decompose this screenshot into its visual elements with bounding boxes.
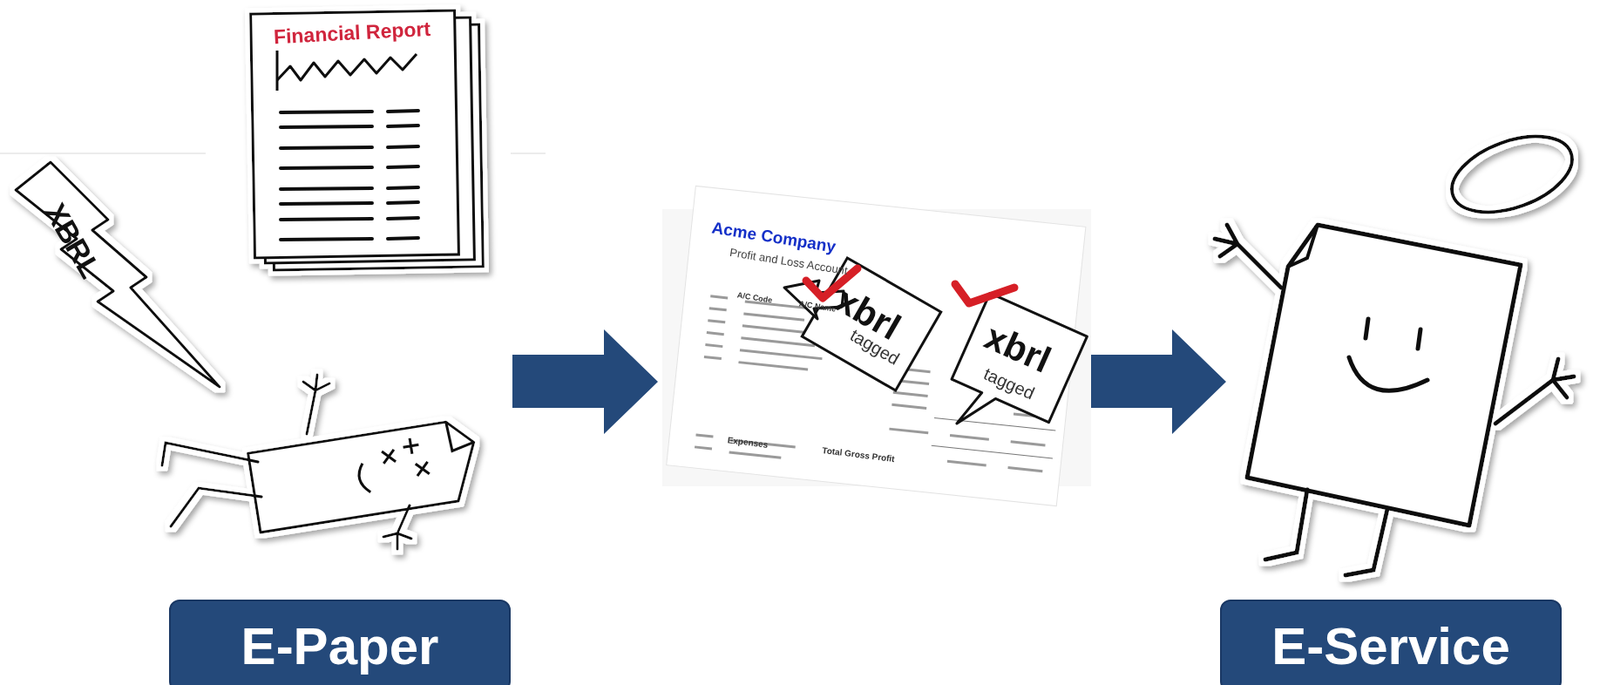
happy-document — [1214, 122, 1583, 576]
lightning-bolt — [15, 162, 220, 387]
label-box: E-Service — [1220, 599, 1562, 685]
block-arrow — [1081, 329, 1227, 434]
financial-report-stack — [250, 10, 484, 271]
box-label: E-Service — [1271, 618, 1511, 674]
check-mark — [955, 284, 1015, 304]
xbrl-tag — [801, 257, 941, 391]
row-label: Total Gross Profit — [821, 446, 895, 464]
report-title: Financial Report — [272, 19, 431, 48]
guide-line — [0, 153, 206, 155]
row-label: Expenses — [726, 435, 769, 450]
dead-document — [162, 374, 483, 550]
guide-line — [510, 153, 546, 155]
box-label: E-Paper — [241, 618, 440, 674]
xbrl-tag — [935, 292, 1087, 457]
block-arrow — [512, 329, 658, 434]
label-box: E-Paper — [169, 599, 511, 685]
bolt-label: XBRL — [40, 197, 107, 283]
column-header: A/C Code — [736, 291, 773, 305]
tagged-statement-sheet — [662, 185, 1092, 506]
